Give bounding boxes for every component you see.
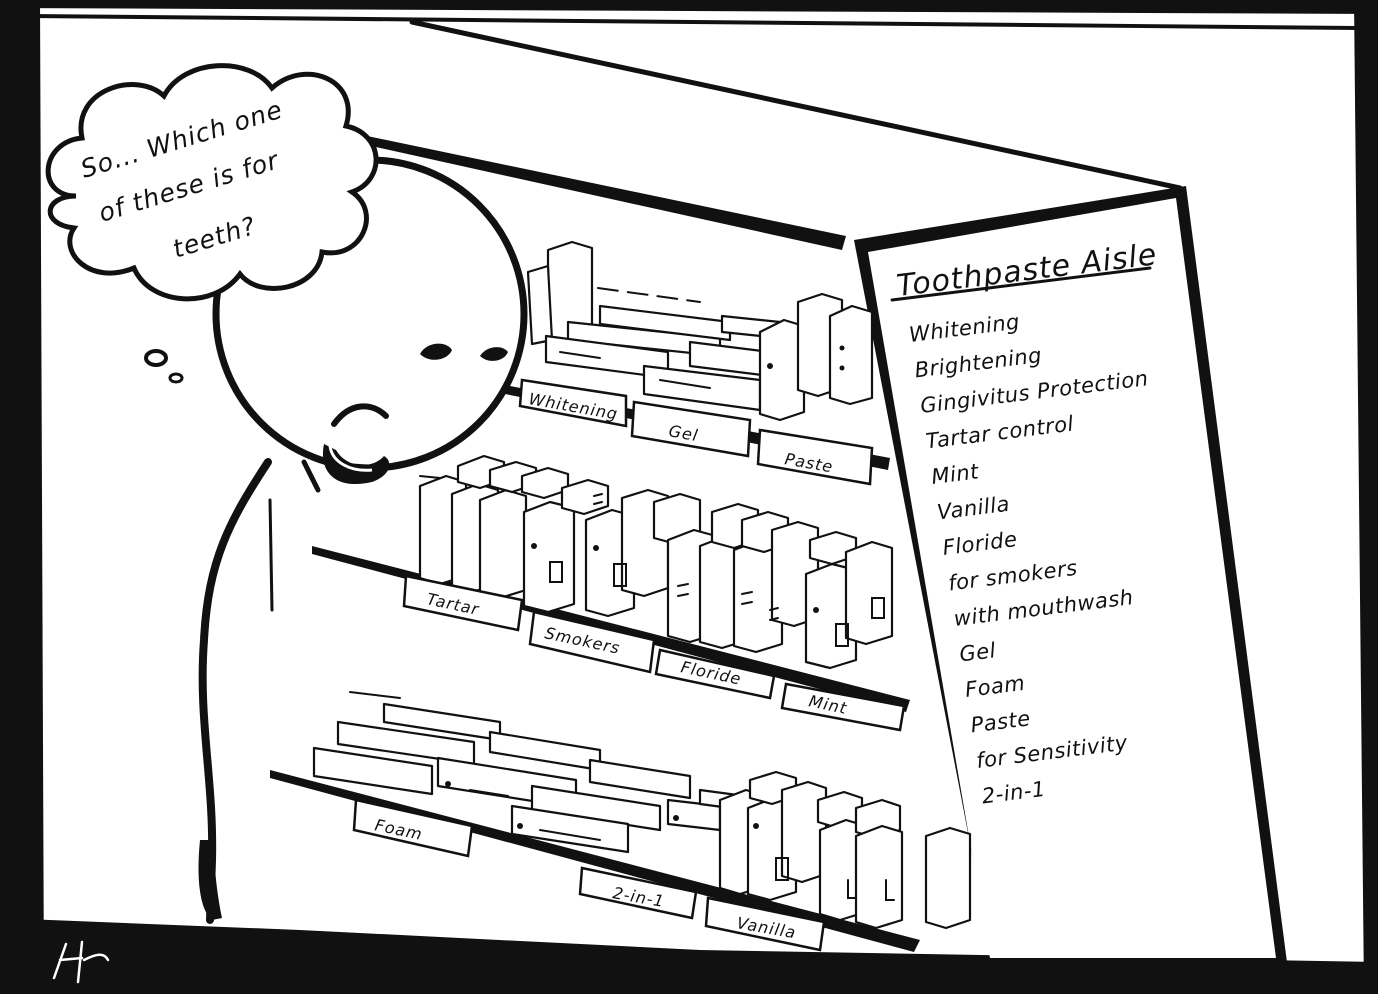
artist-signature <box>52 940 110 984</box>
right-eye <box>480 347 508 361</box>
shelf-tags-top: Whitening Gel Paste <box>518 378 874 486</box>
frown-mouth <box>331 403 389 427</box>
shelf-tags-middle: Tartar Smokers Floride Mint <box>402 574 906 732</box>
tag-gel: Gel <box>667 421 700 445</box>
top-shelf-products <box>526 240 874 422</box>
shelf-tags-bottom: Foam 2-in-1 Vanilla <box>352 798 826 952</box>
left-eye <box>420 343 452 360</box>
thought-bubble: So... Which one of these is for teeth? <box>45 63 379 384</box>
sign-item: Mint <box>930 459 980 489</box>
chin <box>322 444 390 485</box>
bottom-shelf-products <box>312 702 972 930</box>
aisle-sign <box>854 186 1288 970</box>
sign-item: Gel <box>958 638 997 666</box>
